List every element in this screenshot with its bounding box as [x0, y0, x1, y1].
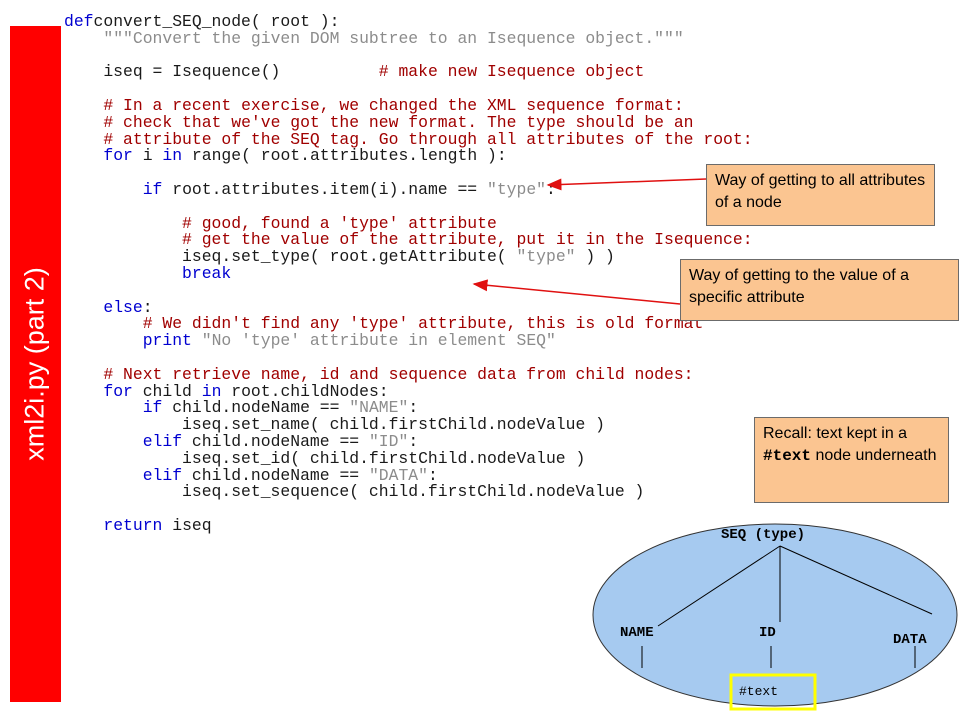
code-string: """Convert the given DOM subtree to an I… — [103, 28, 684, 48]
code-text: convert_SEQ_node( root ): — [93, 12, 340, 31]
code-line: # good, found a 'type' attribute — [64, 214, 497, 233]
code-text: iseq — [162, 515, 212, 535]
dom-tree-diagram: SEQ (type) NAME ID DATA #text — [592, 523, 958, 711]
code-line: else: — [64, 297, 153, 317]
code-comment: # attribute of the SEQ tag. Go through a… — [103, 129, 753, 149]
code-text: range( root.attributes.length ): — [182, 146, 507, 166]
code-line: iseq.set_type( root.getAttribute( "type"… — [64, 247, 615, 266]
code-keyword: break — [182, 263, 232, 283]
recall-text-before: Recall: text kept in a — [763, 425, 908, 442]
code-comment: # In a recent exercise, we changed the X… — [103, 95, 684, 115]
code-line: # check that we've got the new format. T… — [64, 112, 694, 132]
code-text: iseq.set_id( child.firstChild.nodeValue … — [64, 448, 586, 468]
edge-seq-data — [779, 545, 933, 615]
callout-attribute-value-text: Way of getting to the value of a specifi… — [689, 267, 909, 306]
code-keyword: for — [103, 381, 133, 401]
code-text: : — [427, 465, 438, 485]
code-comment: # Next retrieve name, id and sequence da… — [103, 364, 694, 384]
tree-node-data: DATA — [893, 632, 927, 648]
code-line: iseq = Isequence() # make new Isequence … — [64, 62, 644, 81]
code-line: # get the value of the attribute, put it… — [64, 230, 753, 249]
code-text: child.nodeName == — [182, 431, 369, 451]
callout-all-attributes-text: Way of getting to all attributes of a no… — [715, 172, 926, 211]
code-line: # Next retrieve name, id and sequence da… — [64, 364, 694, 384]
edge-seq-name — [657, 545, 781, 627]
tree-ellipse — [592, 523, 958, 707]
code-keyword: for — [103, 146, 133, 166]
code-listing: defconvert_SEQ_node( root ): """Convert … — [64, 12, 753, 535]
code-keyword: print — [142, 331, 192, 351]
code-line: """Convert the given DOM subtree to an I… — [64, 28, 684, 48]
code-keyword: def — [64, 12, 94, 31]
callout-recall-text-node: Recall: text kept in a #text node undern… — [754, 417, 949, 503]
recall-text-code: #text — [763, 447, 812, 465]
code-line: for i in range( root.attributes.length )… — [64, 146, 507, 166]
code-text: : — [142, 297, 153, 317]
title-bar — [10, 26, 61, 702]
code-line: iseq.set_id( child.firstChild.nodeValue … — [64, 449, 585, 468]
code-keyword: elif — [142, 465, 183, 485]
code-text: iseq.set_type( root.getAttribute( — [64, 247, 517, 267]
code-line: iseq.set_name( child.firstChild.nodeValu… — [64, 415, 605, 434]
tree-node-name: NAME — [620, 625, 654, 641]
code-text: child.nodeName == — [182, 465, 369, 485]
code-comment: # good, found a 'type' attribute — [182, 213, 497, 233]
code-line: # We didn't find any 'type' attribute, t… — [64, 314, 704, 334]
code-keyword: in — [162, 146, 183, 166]
code-line: for child in root.childNodes: — [64, 381, 389, 401]
code-keyword: in — [201, 381, 222, 401]
code-text: child.nodeName == — [162, 398, 350, 418]
tree-node-id: ID — [759, 625, 776, 641]
code-text: root.childNodes: — [221, 381, 389, 401]
callout-all-attributes: Way of getting to all attributes of a no… — [706, 164, 935, 226]
code-text: child — [132, 381, 202, 401]
code-string: "No 'type' attribute in element SEQ" — [201, 331, 556, 351]
code-text: iseq = Isequence() — [64, 62, 379, 82]
code-line: defconvert_SEQ_node( root ): — [64, 12, 339, 31]
text-node-highlight — [729, 673, 817, 711]
code-text: ) ) — [575, 247, 615, 267]
code-string: "ID" — [368, 431, 409, 451]
code-string: "NAME" — [349, 398, 409, 418]
code-comment: # get the value of the attribute, put it… — [182, 230, 753, 250]
recall-text-after: node underneath — [811, 447, 937, 464]
code-line: # attribute of the SEQ tag. Go through a… — [64, 129, 753, 149]
code-line: elif child.nodeName == "DATA": — [64, 466, 438, 485]
code-text: : — [408, 398, 419, 418]
code-line: # In a recent exercise, we changed the X… — [64, 95, 684, 115]
tree-node-text: #text — [739, 684, 778, 699]
code-line: iseq.set_sequence( child.firstChild.node… — [64, 482, 644, 501]
code-line: print "No 'type' attribute in element SE… — [64, 331, 556, 350]
code-line: break — [64, 264, 231, 283]
arrow-to-attribute-name — [546, 178, 707, 191]
code-string: "type" — [486, 179, 547, 199]
code-text: iseq.set_name( child.firstChild.nodeValu… — [64, 415, 605, 435]
code-keyword: return — [103, 515, 163, 535]
arrow-to-get-attribute — [472, 279, 681, 305]
code-keyword: elif — [142, 431, 183, 451]
code-line: if root.attributes.item(i).name == "type… — [64, 180, 556, 199]
code-line: return iseq — [64, 515, 212, 535]
code-keyword: else — [103, 297, 143, 317]
code-text: root.attributes.item(i).name == — [162, 179, 487, 199]
code-text: i — [132, 146, 163, 166]
code-comment: # make new Isequence object — [378, 62, 645, 82]
code-line: elif child.nodeName == "ID": — [64, 432, 418, 451]
code-comment: # check that we've got the new format. T… — [103, 112, 694, 132]
code-text: iseq.set_sequence( child.firstChild.node… — [64, 482, 645, 502]
code-keyword: if — [142, 398, 163, 418]
code-line: if child.nodeName == "NAME": — [64, 398, 418, 417]
code-comment: # We didn't find any 'type' attribute, t… — [142, 314, 704, 334]
code-string: "DATA" — [368, 465, 428, 485]
callout-attribute-value: Way of getting to the value of a specifi… — [680, 259, 959, 321]
code-string: "type" — [516, 247, 576, 267]
code-text: : — [408, 431, 419, 451]
tree-node-seq: SEQ (type) — [721, 527, 805, 543]
code-keyword: if — [142, 179, 163, 199]
